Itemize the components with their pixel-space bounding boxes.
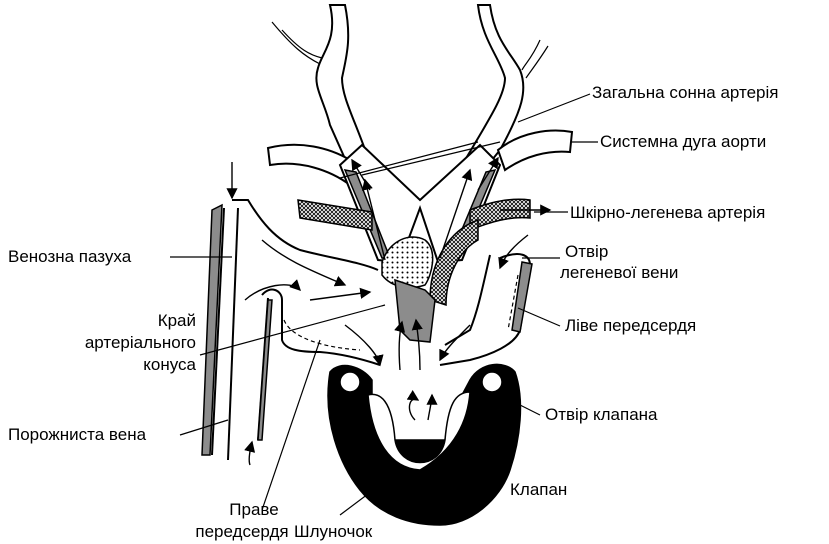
label-ventricle: Шлуночок [294,522,373,541]
label-vena-cava: Порожниста вена [8,425,147,444]
label-venous-sinus: Венозна пазуха [8,247,132,266]
label-pulmonary-vein-1: Отвір [565,242,608,261]
label-right-atrium-2: передсердя [195,522,288,541]
label-conus-edge-1: Край [158,311,196,330]
label-conus-edge-3: конуса [143,355,196,374]
label-valve: Клапан [510,480,567,499]
systemic-arches [268,131,572,185]
label-carotid: Загальна сонна артерія [592,83,778,102]
label-systemic-arch: Системна дуга аорти [600,132,766,151]
label-pulmocutaneous: Шкірно-легенева артерія [570,203,765,222]
label-left-atrium: Ліве передсердя [565,316,696,335]
label-valve-opening: Отвір клапана [545,405,658,424]
label-right-atrium-1: Праве [229,500,278,519]
label-conus-edge-2: артеріального [85,333,196,352]
label-pulmonary-vein-2: легеневої вени [560,263,678,282]
